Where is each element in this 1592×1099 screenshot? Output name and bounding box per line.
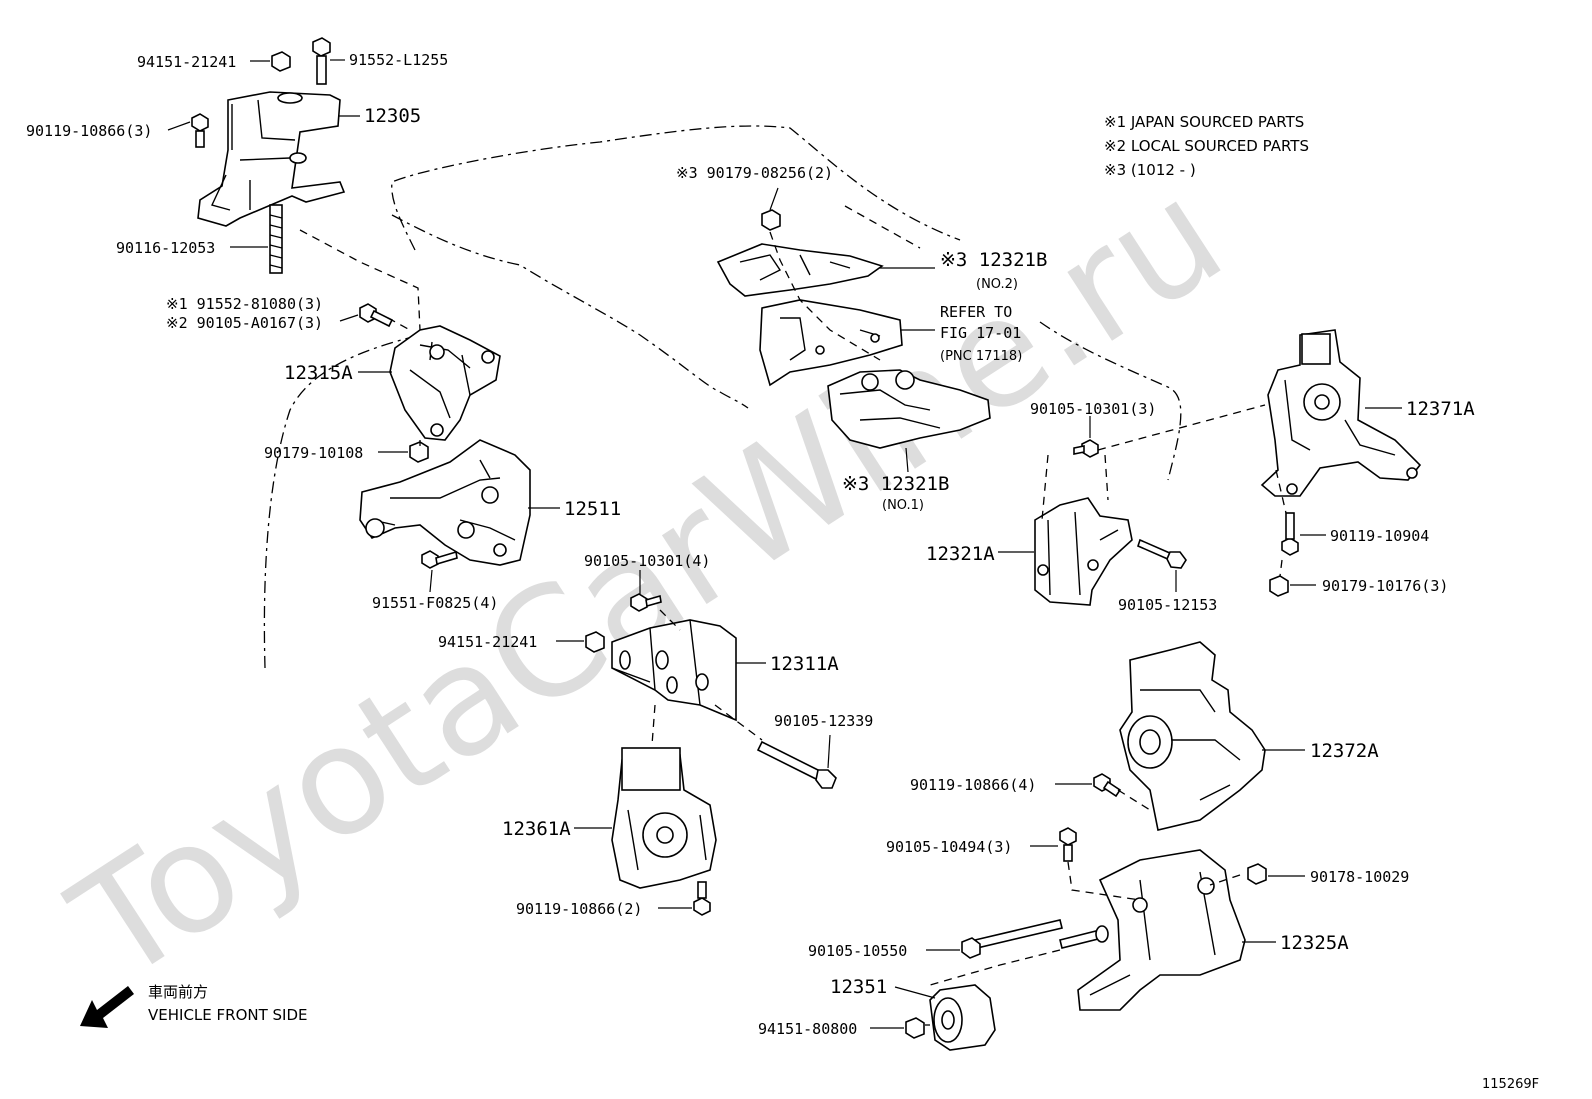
label-90178-10029: 90178-10029	[1310, 868, 1409, 886]
bracket-12315a	[389, 325, 501, 441]
label-12321b-no1-sub: (NO.1)	[882, 498, 924, 513]
label-12321b-no2: ※3 12321B	[940, 249, 1047, 271]
engine-mount-12361a	[611, 747, 717, 889]
nut-94151-80800	[905, 1017, 925, 1039]
label-12321b-no2-sub: (NO.2)	[976, 277, 1018, 292]
label-12351: 12351	[830, 976, 887, 998]
label-94151-21241-mid: 94151-21241	[438, 633, 537, 651]
vehicle-front-arrow-icon	[80, 986, 134, 1028]
bolt-90105-10550	[961, 919, 1109, 959]
leader-lines	[167, 59, 1402, 1029]
label-90179-10108: 90179-10108	[264, 444, 363, 462]
note-local-sourced: ※2 LOCAL SOURCED PARTS	[1104, 137, 1309, 155]
engine-mount-12371a	[1260, 329, 1422, 497]
label-90105-10550: 90105-10550	[808, 942, 907, 960]
label-90105-12339: 90105-12339	[774, 712, 873, 730]
vehicle-front-jp: 車両前方	[148, 983, 208, 1001]
figure-number: 115269F	[1482, 1077, 1539, 1092]
label-91551-f0825: 91551-F0825(4)	[372, 594, 498, 612]
bracket-refer-fig-17-01	[759, 299, 903, 387]
bolt-90105-10301-4	[630, 593, 662, 612]
stud-90116-12053	[269, 204, 283, 274]
label-12325a: 12325A	[1280, 932, 1349, 954]
bolt-90119-10866-2	[693, 881, 711, 916]
label-90105-10494: 90105-10494(3)	[886, 838, 1012, 856]
bolt-90119-10904	[1281, 512, 1299, 556]
label-90119-10866-4: 90119-10866(4)	[910, 776, 1036, 794]
label-91552-81080: ※1 91552-81080(3)	[166, 295, 323, 313]
label-90105-12153: 90105-12153	[1118, 596, 1217, 614]
bolt-90105-12153	[1137, 538, 1187, 569]
bracket-12325a	[1077, 849, 1246, 1011]
refer-line-2: FIG 17-01	[940, 324, 1021, 342]
label-12305: 12305	[364, 105, 421, 127]
bolt-90119-10866-3	[191, 113, 209, 148]
label-94151-21241-top: 94151-21241	[137, 53, 236, 71]
engine-mount-12305	[197, 91, 346, 227]
note-japan-sourced: ※1 JAPAN SOURCED PARTS	[1104, 113, 1304, 131]
label-90119-10866-2: 90119-10866(2)	[516, 900, 642, 918]
label-90119-10866-3: 90119-10866(3)	[26, 122, 152, 140]
label-91552-l1255: 91552-L1255	[349, 51, 448, 69]
nut-90178-10029	[1247, 863, 1267, 885]
bolt-90119-10866-4	[1093, 773, 1122, 798]
bushing-12351	[929, 984, 996, 1051]
bolt-91552-81080	[359, 303, 394, 328]
refer-line-1: REFER TO	[940, 303, 1012, 321]
label-12361a: 12361A	[502, 818, 571, 840]
label-90179-08256: ※3 90179-08256(2)	[676, 164, 833, 182]
bracket-12311a	[611, 619, 737, 722]
refer-line-3: (PNC 17118)	[940, 349, 1022, 364]
label-12315a: 12315A	[284, 362, 353, 384]
nut-90179-10176	[1269, 575, 1289, 597]
assembly-dashed-lines	[299, 205, 1287, 1026]
bolt-91552-l1255	[312, 37, 331, 85]
heat-shield-12321b-no1	[827, 369, 991, 449]
engine-mount-12372a	[1119, 641, 1266, 831]
heat-shield-12321b-no2	[716, 243, 884, 297]
label-94151-80800: 94151-80800	[758, 1020, 857, 1038]
label-90105-a0167: ※2 90105-A0167(3)	[166, 314, 323, 332]
bracket-12321a	[1034, 497, 1133, 606]
bolt-90105-10301-3	[1073, 439, 1099, 458]
label-90179-10176: 90179-10176(3)	[1322, 577, 1448, 595]
label-12372a: 12372A	[1310, 740, 1379, 762]
label-12371a: 12371A	[1406, 398, 1475, 420]
label-12511: 12511	[564, 498, 621, 520]
vehicle-front-en: VEHICLE FRONT SIDE	[148, 1006, 308, 1024]
nut-90179-10108	[409, 441, 429, 463]
nut-94151-21241-mid	[585, 631, 605, 653]
bolt-90105-10494	[1059, 827, 1077, 862]
label-12311a: 12311A	[770, 653, 839, 675]
label-90105-10301-4: 90105-10301(4)	[584, 552, 710, 570]
bracket-12511	[359, 439, 531, 566]
nut-90179-08256	[761, 209, 781, 231]
label-90116-12053: 90116-12053	[116, 239, 215, 257]
label-90105-10301-3: 90105-10301(3)	[1030, 400, 1156, 418]
note-date-range: ※3 (1012 - )	[1104, 161, 1196, 179]
nut-94151-21241-top	[271, 51, 291, 72]
engine-outline-right	[1039, 321, 1182, 481]
engine-outline	[263, 125, 961, 669]
label-12321a: 12321A	[926, 543, 995, 565]
label-12321b-no1: ※3 12321B	[842, 473, 949, 495]
bolt-90105-12339	[756, 740, 837, 789]
label-90119-10904: 90119-10904	[1330, 527, 1429, 545]
bolt-91551-f0825	[421, 550, 458, 569]
